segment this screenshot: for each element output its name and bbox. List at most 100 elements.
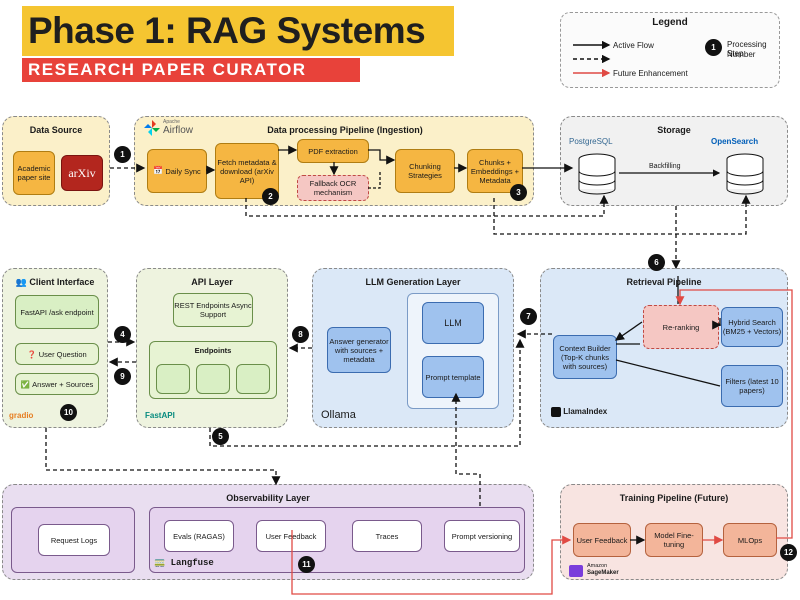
- fastapi-logo: FastAPI: [145, 411, 175, 420]
- airflow-pinwheel-icon: [143, 119, 160, 137]
- storage-panel: Storage PostgreSQL OpenSearch Backfillin…: [560, 116, 788, 206]
- user-question-box[interactable]: ❓ User Question: [15, 343, 99, 365]
- training-title: Training Pipeline (Future): [619, 493, 729, 503]
- legend-step-badge: 1: [705, 39, 722, 56]
- users-icon: 👥: [15, 277, 27, 287]
- llamaindex-label: LlamaIndex: [563, 407, 608, 417]
- arxiv-logo: arXiv: [61, 155, 103, 191]
- storage-title: Storage: [657, 125, 691, 135]
- answer-generator-box: Answer generator with sources + metadata: [327, 327, 391, 373]
- calendar-icon: 📅: [153, 166, 164, 176]
- ingestion-panel: Apache Airflow Data processing Pipeline …: [134, 116, 534, 206]
- legend-arrows: [573, 40, 611, 78]
- sagemaker-icon: [569, 565, 583, 577]
- observability-title: Observability Layer: [226, 493, 310, 503]
- retrieval-panel: Retrieval Pipeline Re-ranking Hybrid Sea…: [540, 268, 788, 428]
- gradio-logo: gradio: [9, 411, 34, 420]
- retrieval-title: Retrieval Pipeline: [626, 277, 702, 287]
- answer-sources-box: ✅ Answer + Sources: [15, 373, 99, 395]
- llm-panel: LLM Generation Layer Answer generator wi…: [312, 268, 514, 428]
- llm-title: LLM Generation Layer: [365, 277, 461, 287]
- legend-active-flow: Active Flow: [613, 41, 654, 50]
- fetch-box: Fetch metadata & download (arXiv API): [215, 143, 279, 199]
- question-icon: ❓: [27, 349, 37, 359]
- page-subtitle: RESEARCH PAPER CURATOR: [22, 58, 360, 82]
- database-icon-opensearch: [726, 153, 764, 195]
- endpoint-slot-2: [196, 364, 230, 394]
- ingestion-title: Data processing Pipeline (Ingestion): [267, 125, 423, 135]
- daily-sync-label: Daily Sync: [165, 166, 201, 176]
- endpoints-title: Endpoints: [194, 346, 232, 355]
- backfilling-label: Backfilling: [649, 163, 681, 170]
- academic-site-box: Academic paper site: [13, 151, 55, 195]
- step-badge-2: 2: [262, 188, 279, 205]
- observability-panel: Observability Layer Request Logs Evals (…: [2, 484, 534, 580]
- llama-icon: [551, 407, 561, 417]
- data-source-panel: Data Source Academic paper site arXiv: [2, 116, 110, 206]
- filters-box: Filters (latest 10 papers): [721, 365, 783, 407]
- llamaindex-logo: LlamaIndex: [551, 407, 607, 417]
- step-badge-10: 10: [60, 404, 77, 421]
- fallback-ocr-box: Fallback OCR mechanism: [297, 175, 369, 201]
- step-badge-4: 4: [114, 326, 131, 343]
- legend-future: Future Enhancement: [613, 69, 688, 78]
- step-badge-6: 6: [648, 254, 665, 271]
- prompt-versioning-box: Prompt versioning: [444, 520, 520, 552]
- request-logs-group: Request Logs: [11, 507, 135, 573]
- legend-step-label-2: Number: [727, 50, 756, 59]
- training-panel: Training Pipeline (Future) User Feedback…: [560, 484, 788, 580]
- observability-user-feedback-box: User Feedback: [256, 520, 326, 552]
- langfuse-logo: 🚃 Langfuse: [154, 558, 214, 569]
- mlops-box: MLOps: [723, 523, 777, 557]
- database-icon-postgres: [578, 153, 616, 195]
- sagemaker-logo-1: Amazon: [587, 563, 608, 569]
- endpoint-slot-3: [236, 364, 270, 394]
- langfuse-group: Evals (RAGAS) User Feedback Traces Promp…: [149, 507, 525, 573]
- rest-endpoints-box: REST Endpoints Async Support: [173, 293, 253, 327]
- pdf-extraction-box: PDF extraction: [297, 139, 369, 163]
- llm-box: LLM: [422, 302, 484, 344]
- api-panel: API Layer REST Endpoints Async Support E…: [136, 268, 288, 428]
- step-badge-3: 3: [510, 184, 527, 201]
- traces-box: Traces: [352, 520, 422, 552]
- legend: Legend Active Flow Future Enhancement 1 …: [560, 12, 780, 88]
- endpoints-box: Endpoints: [149, 341, 277, 399]
- step-badge-1: 1: [114, 146, 131, 163]
- step-badge-9: 9: [114, 368, 131, 385]
- endpoint-slot-1: [156, 364, 190, 394]
- step-badge-5: 5: [212, 428, 229, 445]
- sagemaker-logo-2: SageMaker: [587, 570, 619, 576]
- client-panel: 👥 Client Interface FastAPI /ask endpoint…: [2, 268, 108, 428]
- langfuse-label: Langfuse: [170, 558, 214, 568]
- step-badge-12: 12: [780, 544, 797, 561]
- step-badge-8: 8: [292, 326, 309, 343]
- client-title: 👥 Client Interface: [3, 277, 107, 288]
- api-title: API Layer: [191, 277, 233, 287]
- airflow-small: Apache: [163, 119, 180, 125]
- step-badge-7: 7: [520, 308, 537, 325]
- ollama-logo: Ollama: [321, 409, 356, 421]
- chunking-box: Chunking Strategies: [395, 149, 455, 193]
- training-user-feedback-box: User Feedback: [573, 523, 631, 557]
- airflow-logo: Airflow: [163, 125, 194, 136]
- reranking-box: Re-ranking: [643, 305, 719, 349]
- fine-tuning-box: Model Fine-tuning: [645, 523, 703, 557]
- answer-sources-label: Answer + Sources: [32, 379, 94, 389]
- hybrid-search-box: Hybrid Search (BM25 + Vectors): [721, 307, 783, 347]
- langfuse-icon: 🚃: [154, 558, 166, 568]
- step-badge-11: 11: [298, 556, 315, 573]
- storage-cylinders: [578, 153, 764, 195]
- user-question-label: User Question: [38, 349, 87, 359]
- daily-sync-box: 📅 Daily Sync: [147, 149, 207, 193]
- check-icon: ✅: [20, 379, 31, 389]
- legend-title: Legend: [652, 17, 688, 28]
- context-builder-box: Context Builder (Top-K chunks with sourc…: [553, 335, 617, 379]
- postgres-logo: PostgreSQL: [569, 137, 613, 146]
- request-logs-box: Request Logs: [38, 524, 110, 556]
- data-source-title: Data Source: [29, 125, 83, 135]
- evals-box: Evals (RAGAS): [164, 520, 234, 552]
- client-title-label: Client Interface: [29, 277, 95, 287]
- opensearch-logo: OpenSearch: [711, 137, 759, 146]
- prompt-template-box: Prompt template: [422, 356, 484, 398]
- llm-group: LLM Prompt template: [407, 293, 499, 409]
